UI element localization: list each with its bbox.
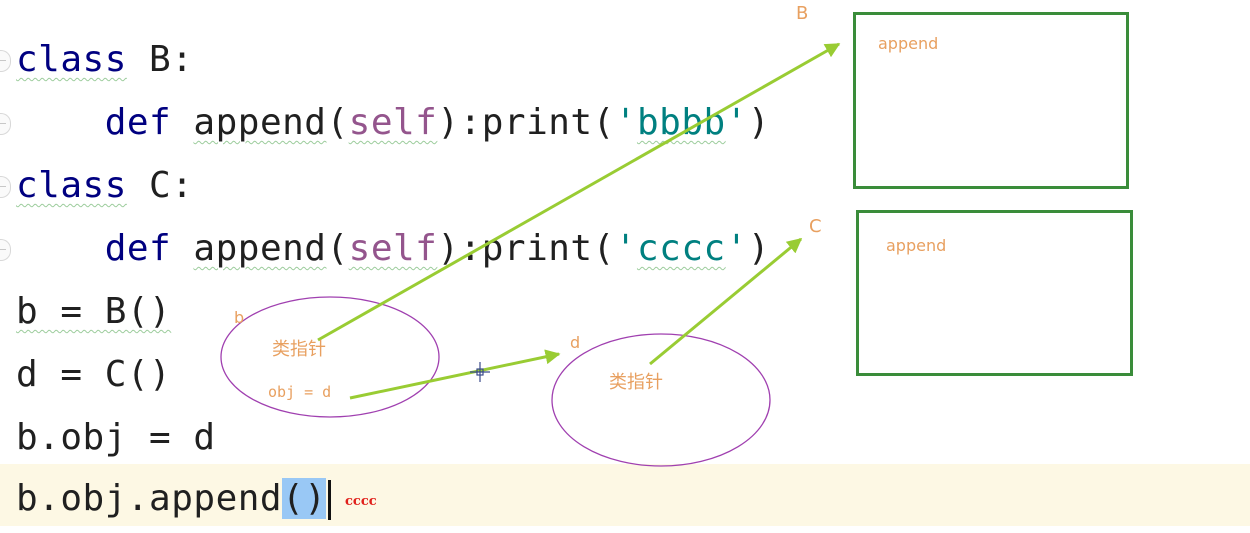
keyword: class xyxy=(16,165,127,206)
code-line-2[interactable]: def append(self):print('bbbb') xyxy=(104,102,771,143)
code-line-8[interactable]: b.obj.append() xyxy=(16,473,332,525)
class-b-method: append xyxy=(878,34,939,53)
param: self xyxy=(348,102,438,143)
call-name: print xyxy=(481,102,593,143)
class-b-box xyxy=(853,12,1129,189)
code-line-7[interactable]: b.obj = d xyxy=(16,412,216,464)
instance-b-ellipse xyxy=(220,296,440,418)
keyword: class xyxy=(16,39,127,80)
class-c-method: append xyxy=(886,236,947,255)
instance-d-label: d xyxy=(570,333,581,352)
code-text: C: xyxy=(126,165,194,206)
class-b-label: B xyxy=(796,3,809,24)
instance-d-pointer: 类指针 xyxy=(609,372,663,393)
instance-b-attr: obj = d xyxy=(268,383,332,401)
selected-text: () xyxy=(282,478,327,519)
code-line-1[interactable]: class B: xyxy=(16,34,193,86)
function-name: append xyxy=(193,228,327,269)
string-literal: cccc xyxy=(636,228,726,269)
instance-b-label: b xyxy=(234,308,245,327)
code-line-4[interactable]: def append(self):print('cccc') xyxy=(104,228,771,269)
pointer-arrow-b xyxy=(317,42,841,342)
code-line-5[interactable]: b = B() xyxy=(16,286,171,338)
keyword: def xyxy=(104,228,172,269)
code-text: b = B() xyxy=(16,291,172,332)
output-annotation: cccc xyxy=(345,494,377,509)
pointer-arrow-d xyxy=(649,237,803,366)
code-text: b.obj = d xyxy=(16,417,216,458)
function-name: append xyxy=(193,102,327,143)
current-line-highlight xyxy=(0,464,1250,526)
obj-arrow xyxy=(349,349,561,400)
code-text: d = C() xyxy=(16,354,172,395)
class-c-box xyxy=(856,210,1133,376)
param: self xyxy=(348,228,438,269)
instance-d-ellipse xyxy=(551,333,771,467)
class-c-label: C xyxy=(809,216,822,237)
crosshair-cursor xyxy=(470,362,490,382)
instance-b-pointer: 类指针 xyxy=(272,339,326,360)
code-line-6[interactable]: d = C() xyxy=(16,349,171,401)
string-literal: bbbb xyxy=(636,102,726,143)
text-caret xyxy=(328,480,332,520)
code-text: B: xyxy=(126,39,194,80)
code-line-3[interactable]: class C: xyxy=(16,160,193,212)
keyword: def xyxy=(104,102,172,143)
code-text: b.obj.append xyxy=(16,478,283,519)
